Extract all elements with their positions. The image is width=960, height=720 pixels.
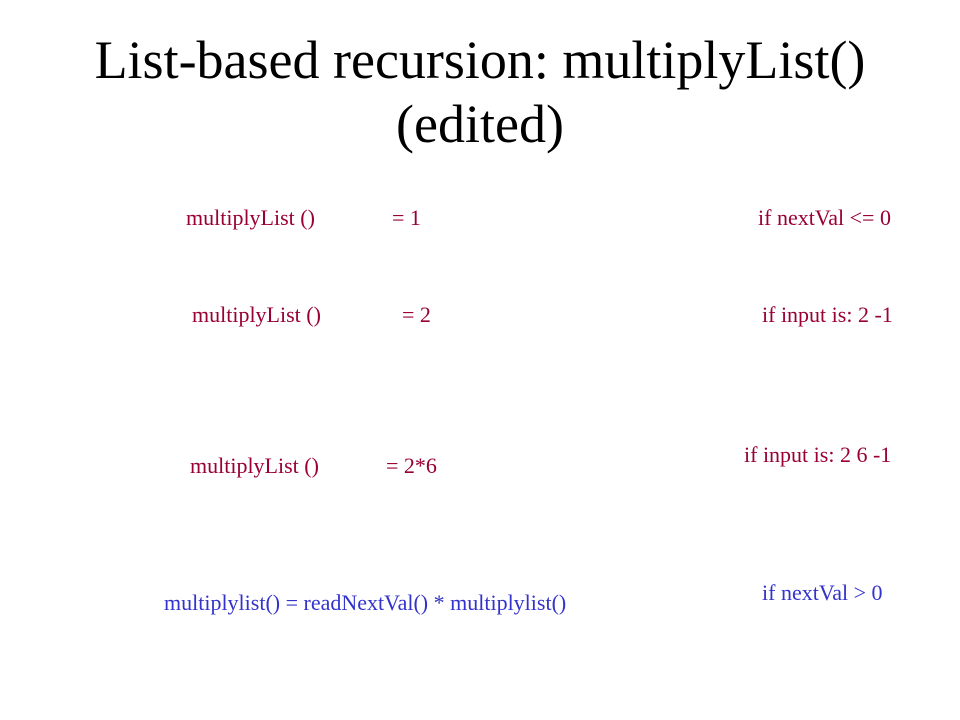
slide-title: List-based recursion: multiplyList() (ed… — [0, 28, 960, 156]
general-condition: if nextVal > 0 — [762, 580, 883, 605]
row1-call: multiplyList () — [186, 205, 315, 230]
row2-call: multiplyList () — [192, 302, 321, 327]
row3-result: = 2*6 — [386, 453, 437, 478]
row2-condition: if input is: 2 -1 — [762, 302, 893, 327]
title-line-1: List-based recursion: multiplyList() — [94, 30, 866, 90]
row2-result: = 2 — [402, 302, 431, 327]
general-formula: multiplylist() = readNextVal() * multipl… — [164, 590, 567, 615]
row3-call: multiplyList () — [190, 453, 319, 478]
row1-condition: if nextVal <= 0 — [758, 205, 891, 230]
title-line-2: (edited) — [396, 94, 564, 154]
row3-condition: if input is: 2 6 -1 — [744, 442, 892, 467]
row1-result: = 1 — [392, 205, 421, 230]
